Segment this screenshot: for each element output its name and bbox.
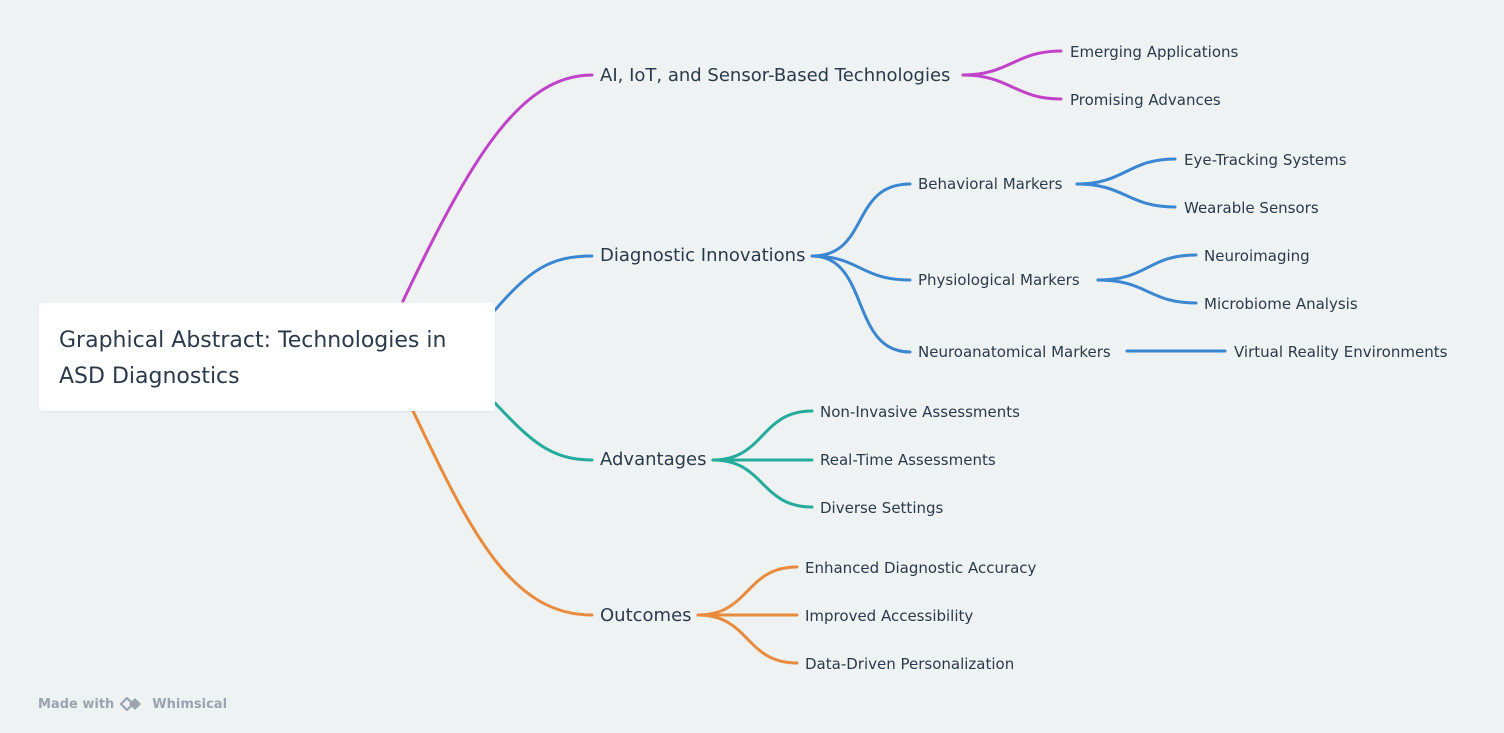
node-microbiome-analysis[interactable]: Microbiome Analysis bbox=[1204, 295, 1358, 313]
node-emerging-applications[interactable]: Emerging Applications bbox=[1070, 43, 1239, 61]
connector-root-outcomes bbox=[411, 409, 594, 617]
connector-ai-promising bbox=[961, 73, 1063, 101]
node-behavioral-markers[interactable]: Behavioral Markers bbox=[918, 175, 1063, 193]
whimsical-logo-icon bbox=[120, 695, 146, 713]
connector-physiological-neuroimaging bbox=[1096, 253, 1198, 282]
node-promising-advances[interactable]: Promising Advances bbox=[1070, 91, 1221, 109]
node-physiological-markers[interactable]: Physiological Markers bbox=[918, 271, 1080, 289]
connector-adv-noninvasive bbox=[711, 409, 814, 462]
connector-diag-behavioral bbox=[810, 182, 912, 258]
connector-behavioral-eye bbox=[1075, 157, 1177, 186]
node-data-driven-personalization[interactable]: Data-Driven Personalization bbox=[805, 655, 1015, 673]
node-enhanced-diagnostic-accuracy[interactable]: Enhanced Diagnostic Accuracy bbox=[805, 559, 1037, 577]
connector-physiological-microbiome bbox=[1096, 278, 1198, 305]
node-improved-accessibility[interactable]: Improved Accessibility bbox=[805, 607, 974, 625]
connector-out-personalization bbox=[696, 613, 799, 665]
node-ai-iot-sensor[interactable]: AI, IoT, and Sensor-Based Technologies bbox=[600, 65, 951, 86]
made-with-label: Made with bbox=[38, 696, 115, 712]
connector-adv-diverse bbox=[711, 458, 814, 509]
node-neuroanatomical-markers[interactable]: Neuroanatomical Markers bbox=[918, 343, 1111, 361]
root-node-title: Graphical Abstract: Technologies in ASD … bbox=[59, 328, 447, 389]
node-advantages[interactable]: Advantages bbox=[600, 449, 707, 470]
node-real-time-assessments[interactable]: Real-Time Assessments bbox=[820, 451, 996, 469]
made-with-whimsical-badge[interactable]: Made with Whimsical bbox=[38, 695, 227, 713]
node-wearable-sensors[interactable]: Wearable Sensors bbox=[1184, 199, 1319, 217]
whimsical-brand-label: Whimsical bbox=[152, 696, 228, 712]
connector-root-ai bbox=[401, 73, 594, 303]
node-non-invasive-assessments[interactable]: Non-Invasive Assessments bbox=[820, 403, 1020, 421]
connector-root-advantages bbox=[493, 401, 594, 462]
node-eye-tracking-systems[interactable]: Eye-Tracking Systems bbox=[1184, 151, 1347, 169]
root-node[interactable]: Graphical Abstract: Technologies in ASD … bbox=[39, 303, 495, 411]
connector-out-accuracy bbox=[696, 565, 799, 617]
node-diverse-settings[interactable]: Diverse Settings bbox=[820, 499, 944, 517]
connector-root-diagnostic bbox=[493, 254, 594, 312]
node-virtual-reality-environments[interactable]: Virtual Reality Environments bbox=[1234, 343, 1448, 361]
node-neuroimaging[interactable]: Neuroimaging bbox=[1204, 247, 1310, 265]
connector-behavioral-wearable bbox=[1075, 182, 1177, 209]
node-diagnostic-innovations[interactable]: Diagnostic Innovations bbox=[600, 245, 806, 266]
connector-ai-emerging bbox=[961, 49, 1063, 77]
connector-diag-neuroanatomical bbox=[810, 254, 912, 354]
node-outcomes[interactable]: Outcomes bbox=[600, 605, 692, 626]
